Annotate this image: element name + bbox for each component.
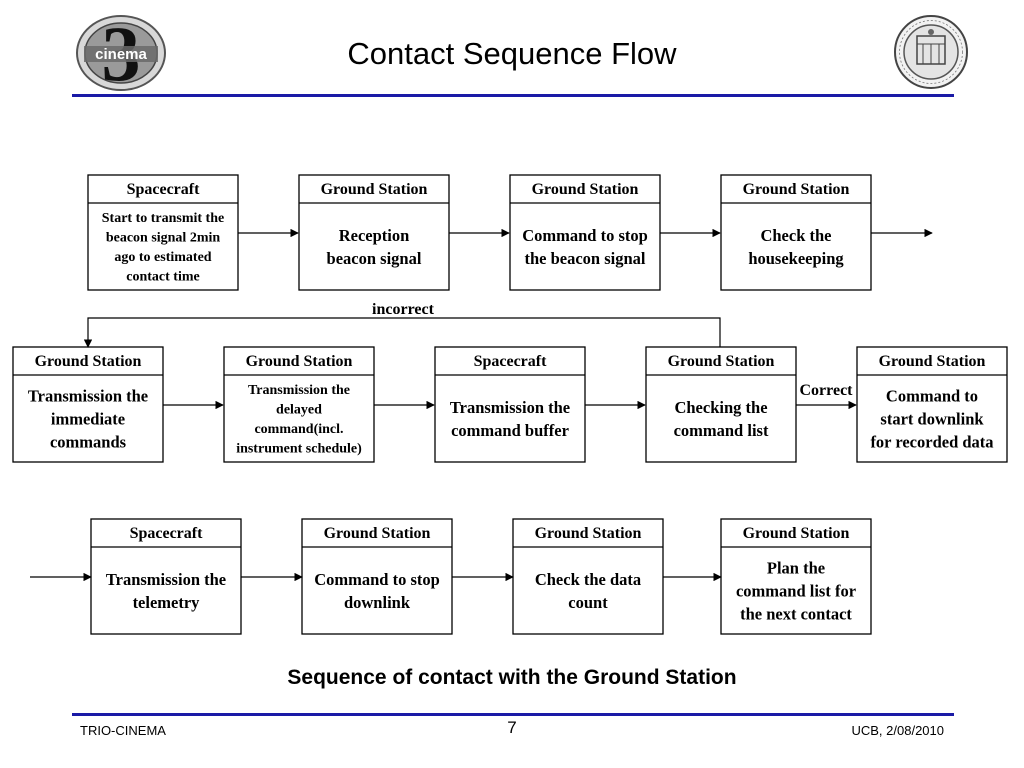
label-incorrect: incorrect <box>372 301 435 318</box>
box-step-line: command buffer <box>451 421 569 440</box>
box-step-line: count <box>568 593 608 612</box>
box-actor: Ground Station <box>668 353 775 370</box>
diagram-caption: Sequence of contact with the Ground Stat… <box>287 666 737 689</box>
box-actor: Ground Station <box>743 525 850 542</box>
box-step-line: beacon signal <box>327 249 422 268</box>
box-frame <box>720 518 872 635</box>
box-actor: Ground Station <box>532 181 639 198</box>
box-step-line: ago to estimated <box>114 250 211 265</box>
box-step-line: commands <box>50 432 127 451</box>
box-actor: Spacecraft <box>474 353 548 370</box>
box-step-line: housekeeping <box>748 249 844 268</box>
box-frame <box>509 174 661 291</box>
box-actor: Ground Station <box>324 525 431 542</box>
box-step-line: Check the <box>760 226 831 245</box>
box-step-line: Command to <box>886 386 978 405</box>
box-step-line: Transmission the <box>450 398 570 417</box>
box-frame <box>90 518 242 635</box>
box-step-line: the next contact <box>740 604 852 623</box>
box-actor: Ground Station <box>321 181 428 198</box>
box-actor: Spacecraft <box>130 525 204 542</box>
box-frame <box>856 346 1008 463</box>
box-frame <box>301 518 453 635</box>
cinema-logo: 3 cinema <box>76 14 166 92</box>
box-step-line: for recorded data <box>870 432 993 451</box>
box-step-line: Reception <box>339 226 410 245</box>
box-step-line: the beacon signal <box>524 249 645 268</box>
footer-project: TRIO-CINEMA <box>80 723 166 738</box>
box-actor: Ground Station <box>535 525 642 542</box>
box-step-line: Checking the <box>674 398 767 417</box>
box-actor: Ground Station <box>879 353 986 370</box>
header-rule <box>72 94 954 97</box>
box-step-line: Transmission the <box>248 383 350 398</box>
box-actor: Ground Station <box>35 353 142 370</box>
footer-date: UCB, 2/08/2010 <box>851 723 944 738</box>
footer-rule <box>72 713 954 716</box>
box-step-line: immediate <box>51 409 125 428</box>
box-actor: Ground Station <box>743 181 850 198</box>
box-frame <box>12 346 164 463</box>
box-step-line: start downlink <box>880 409 984 428</box>
box-step-line: command list for <box>736 581 856 600</box>
box-step-line: Start to transmit the <box>102 211 224 226</box>
box-step-line: instrument schedule) <box>236 442 362 457</box>
box-frame <box>720 174 872 291</box>
label-correct: Correct <box>800 382 854 399</box>
box-step-line: command(incl. <box>254 422 343 437</box>
box-step-line: Transmission the <box>106 570 226 589</box>
box-step-line: Command to stop <box>522 226 648 245</box>
box-frame <box>645 346 797 463</box>
box-frame <box>87 174 239 291</box>
box-actor: Spacecraft <box>127 181 201 198</box>
box-actor: Ground Station <box>246 353 353 370</box>
arrow-incorrect-loop <box>83 317 721 348</box>
box-step-line: beacon signal 2min <box>106 231 221 246</box>
box-frame <box>434 346 586 463</box>
box-step-line: delayed <box>276 403 322 418</box>
box-step-line: downlink <box>344 593 411 612</box>
box-step-line: Command to stop <box>314 570 440 589</box>
university-seal-icon <box>894 15 968 89</box>
box-frame <box>298 174 450 291</box>
box-frame <box>223 346 375 463</box>
box-step-line: telemetry <box>133 593 201 612</box>
box-step-line: Transmission the <box>28 386 148 405</box>
box-frame <box>512 518 664 635</box>
page-number: 7 <box>507 718 517 737</box>
box-step-line: Check the data <box>535 570 641 589</box>
box-step-line: contact time <box>126 270 199 285</box>
box-step-line: Plan the <box>767 558 825 577</box>
box-step-line: command list <box>674 421 769 440</box>
logo-text: cinema <box>95 46 147 63</box>
page-title: Contact Sequence Flow <box>347 36 677 71</box>
